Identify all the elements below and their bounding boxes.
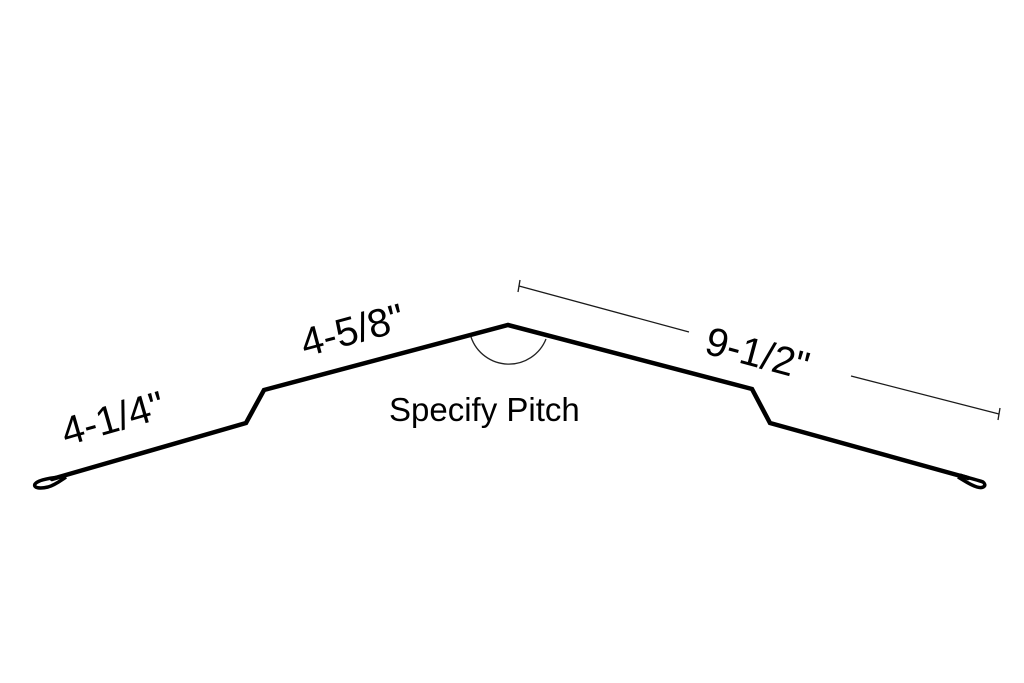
left-hem-dimension-label: 4-1/4" [56, 383, 169, 454]
left-hem-loop [32, 475, 67, 490]
pitch-angle-arc [470, 336, 547, 365]
dimension-line-end [850, 375, 1000, 415]
right-hem-loop [957, 473, 987, 490]
dimension-tick-end [997, 407, 1001, 421]
dimension-line-start [518, 285, 690, 333]
pitch-note-label: Specify Pitch [389, 391, 580, 428]
dimension-tick-start [517, 279, 521, 293]
profile-outline [49, 322, 971, 482]
